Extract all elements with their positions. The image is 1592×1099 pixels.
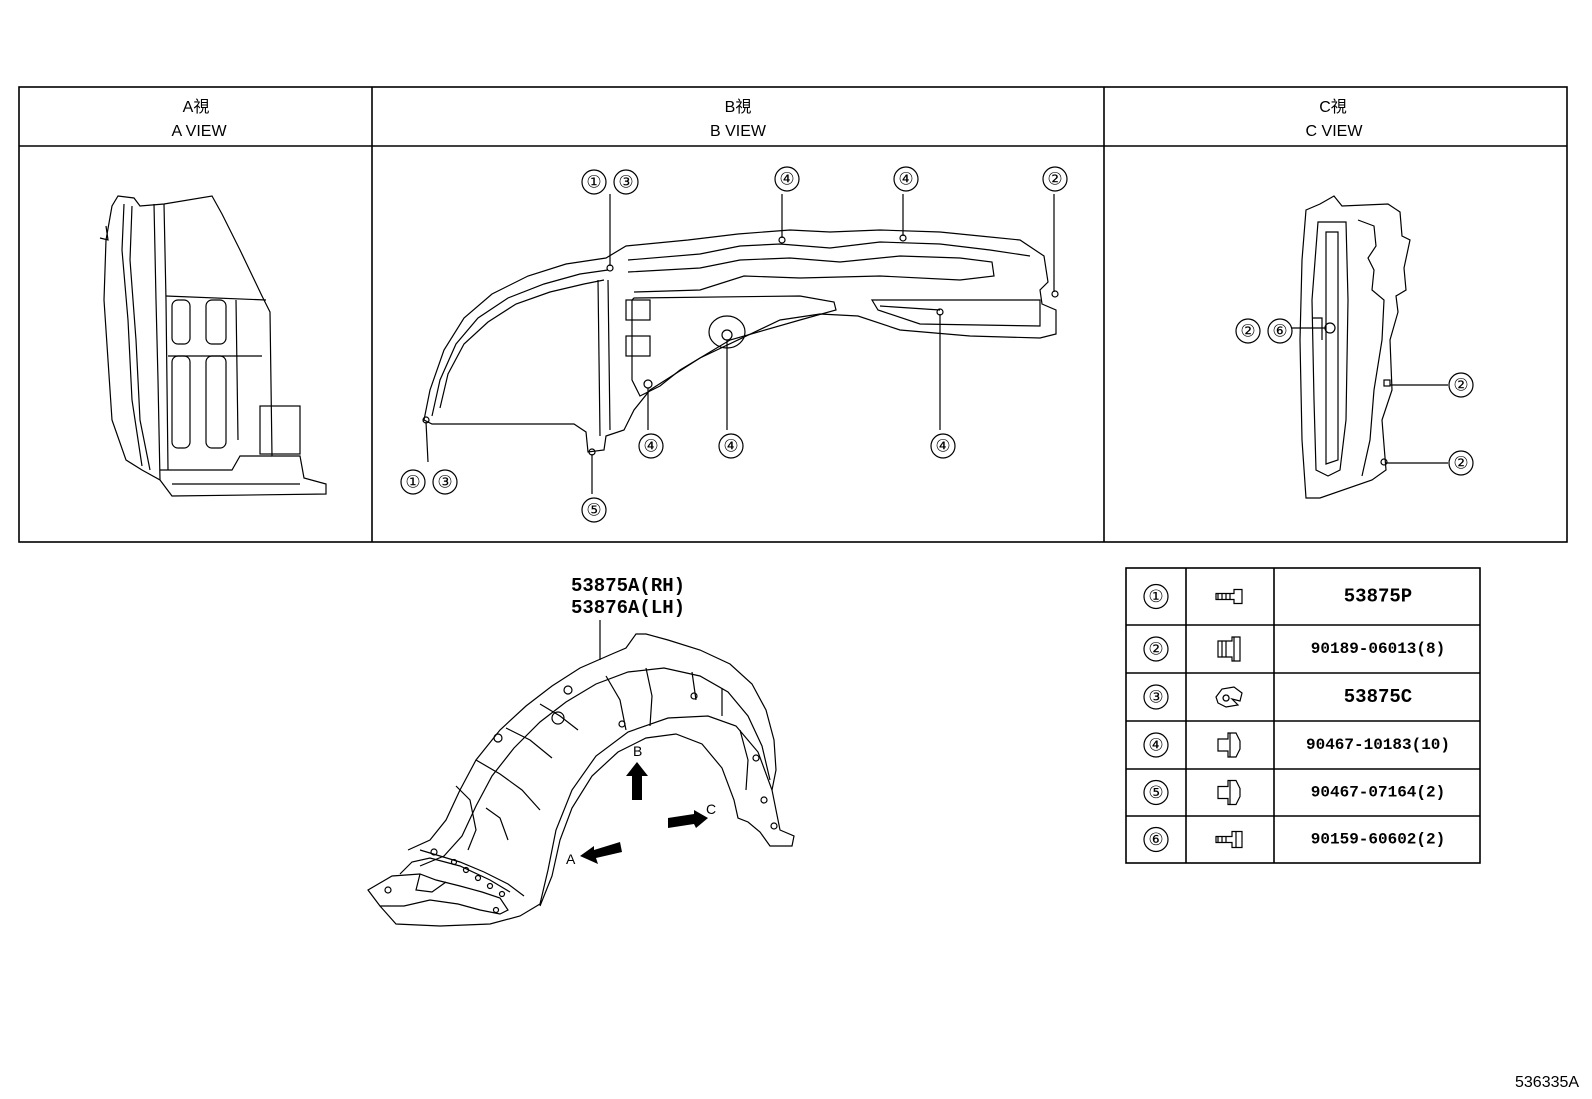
c-view-drawing (1292, 195, 1448, 499)
arrow-b-icon: B (626, 743, 648, 800)
parts-table-row: ④ 90467-10183(10) (1143, 732, 1450, 758)
view-b-jp: B視 (725, 98, 752, 116)
part-label: 53875A(RH) 53876A(LH) (571, 575, 685, 660)
view-header-c: C視 C VIEW (1306, 98, 1364, 140)
parts-table-row: ① 53875P (1143, 583, 1412, 610)
callout-3: ③ (437, 473, 452, 492)
callout-2: ② (1240, 322, 1255, 341)
row-part-number: 90159-60602(2) (1311, 831, 1445, 849)
row-number: ④ (1148, 736, 1163, 755)
c-view-callouts: ② ⑥ ② ② (1235, 318, 1474, 476)
callout-5: ⑤ (586, 501, 601, 520)
callout-4: ④ (779, 170, 794, 189)
callout-4: ④ (935, 437, 950, 456)
parts-table-row: ③ 53875C (1143, 684, 1412, 710)
row-number: ① (1148, 587, 1163, 606)
callout-6: ⑥ (1272, 322, 1287, 341)
fender-liner-drawing (367, 633, 795, 927)
callout-2: ② (1047, 170, 1062, 189)
row-number: ⑥ (1148, 830, 1163, 849)
view-header-b: B視 B VIEW (710, 98, 767, 140)
parts-table-row: ② 90189-06013(8) (1143, 636, 1445, 662)
parts-table-row: ⑥ 90159-60602(2) (1143, 826, 1445, 853)
views-frame (18, 86, 1568, 543)
view-c-jp: C視 (1319, 98, 1347, 116)
parts-table: ① 53875P ② 90189-06013(8) ③ 53875C ④ 90467-1018… (1125, 567, 1481, 864)
callout-4: ④ (723, 437, 738, 456)
callout-2: ② (1453, 454, 1468, 473)
callout-4: ④ (898, 170, 913, 189)
b-view-drawing (422, 194, 1059, 494)
row-number: ⑤ (1148, 783, 1163, 802)
arrow-c-icon: C (668, 801, 716, 828)
arrow-a-icon: A (566, 842, 622, 867)
callout-1: ① (586, 173, 601, 192)
arrow-b-label: B (633, 743, 642, 759)
nut-clip-icon (1215, 686, 1243, 708)
callout-1: ① (405, 473, 420, 492)
bolt-icon (1215, 588, 1243, 605)
row-part-number: 90189-06013(8) (1311, 640, 1445, 658)
view-c-en: C VIEW (1306, 123, 1364, 140)
row-part-number: 90467-10183(10) (1306, 736, 1450, 754)
view-header-a: A視 A VIEW (171, 98, 227, 140)
reference-number: 536335A (1515, 1074, 1579, 1091)
view-a-jp: A視 (183, 98, 210, 116)
row-part-number: 53875C (1344, 686, 1412, 708)
part-number-rh: 53875A(RH) (571, 575, 685, 597)
row-part-number: 90467-07164(2) (1311, 784, 1445, 802)
callout-2: ② (1453, 376, 1468, 395)
callout-4: ④ (643, 437, 658, 456)
callout-3: ③ (618, 173, 633, 192)
arrow-a-label: A (566, 851, 576, 867)
view-a-en: A VIEW (171, 123, 227, 140)
parts-table-row: ⑤ 90467-07164(2) (1143, 779, 1445, 806)
view-b-en: B VIEW (710, 123, 767, 140)
push-clip-icon (1217, 732, 1241, 758)
part-number-lh: 53876A(LH) (571, 597, 685, 619)
view-arrows: B C A (566, 743, 716, 867)
row-part-number: 53875P (1344, 586, 1412, 608)
push-clip-icon (1217, 779, 1241, 806)
screw-icon (1215, 830, 1243, 849)
row-number: ③ (1148, 688, 1163, 707)
arrow-c-label: C (706, 801, 716, 817)
clip-icon (1217, 636, 1241, 662)
a-view-drawing (99, 195, 327, 497)
b-view-callouts: ① ③ ④ ④ ② ① ③ ⑤ ④ ④ ④ (400, 166, 1068, 523)
row-number: ② (1148, 640, 1163, 659)
